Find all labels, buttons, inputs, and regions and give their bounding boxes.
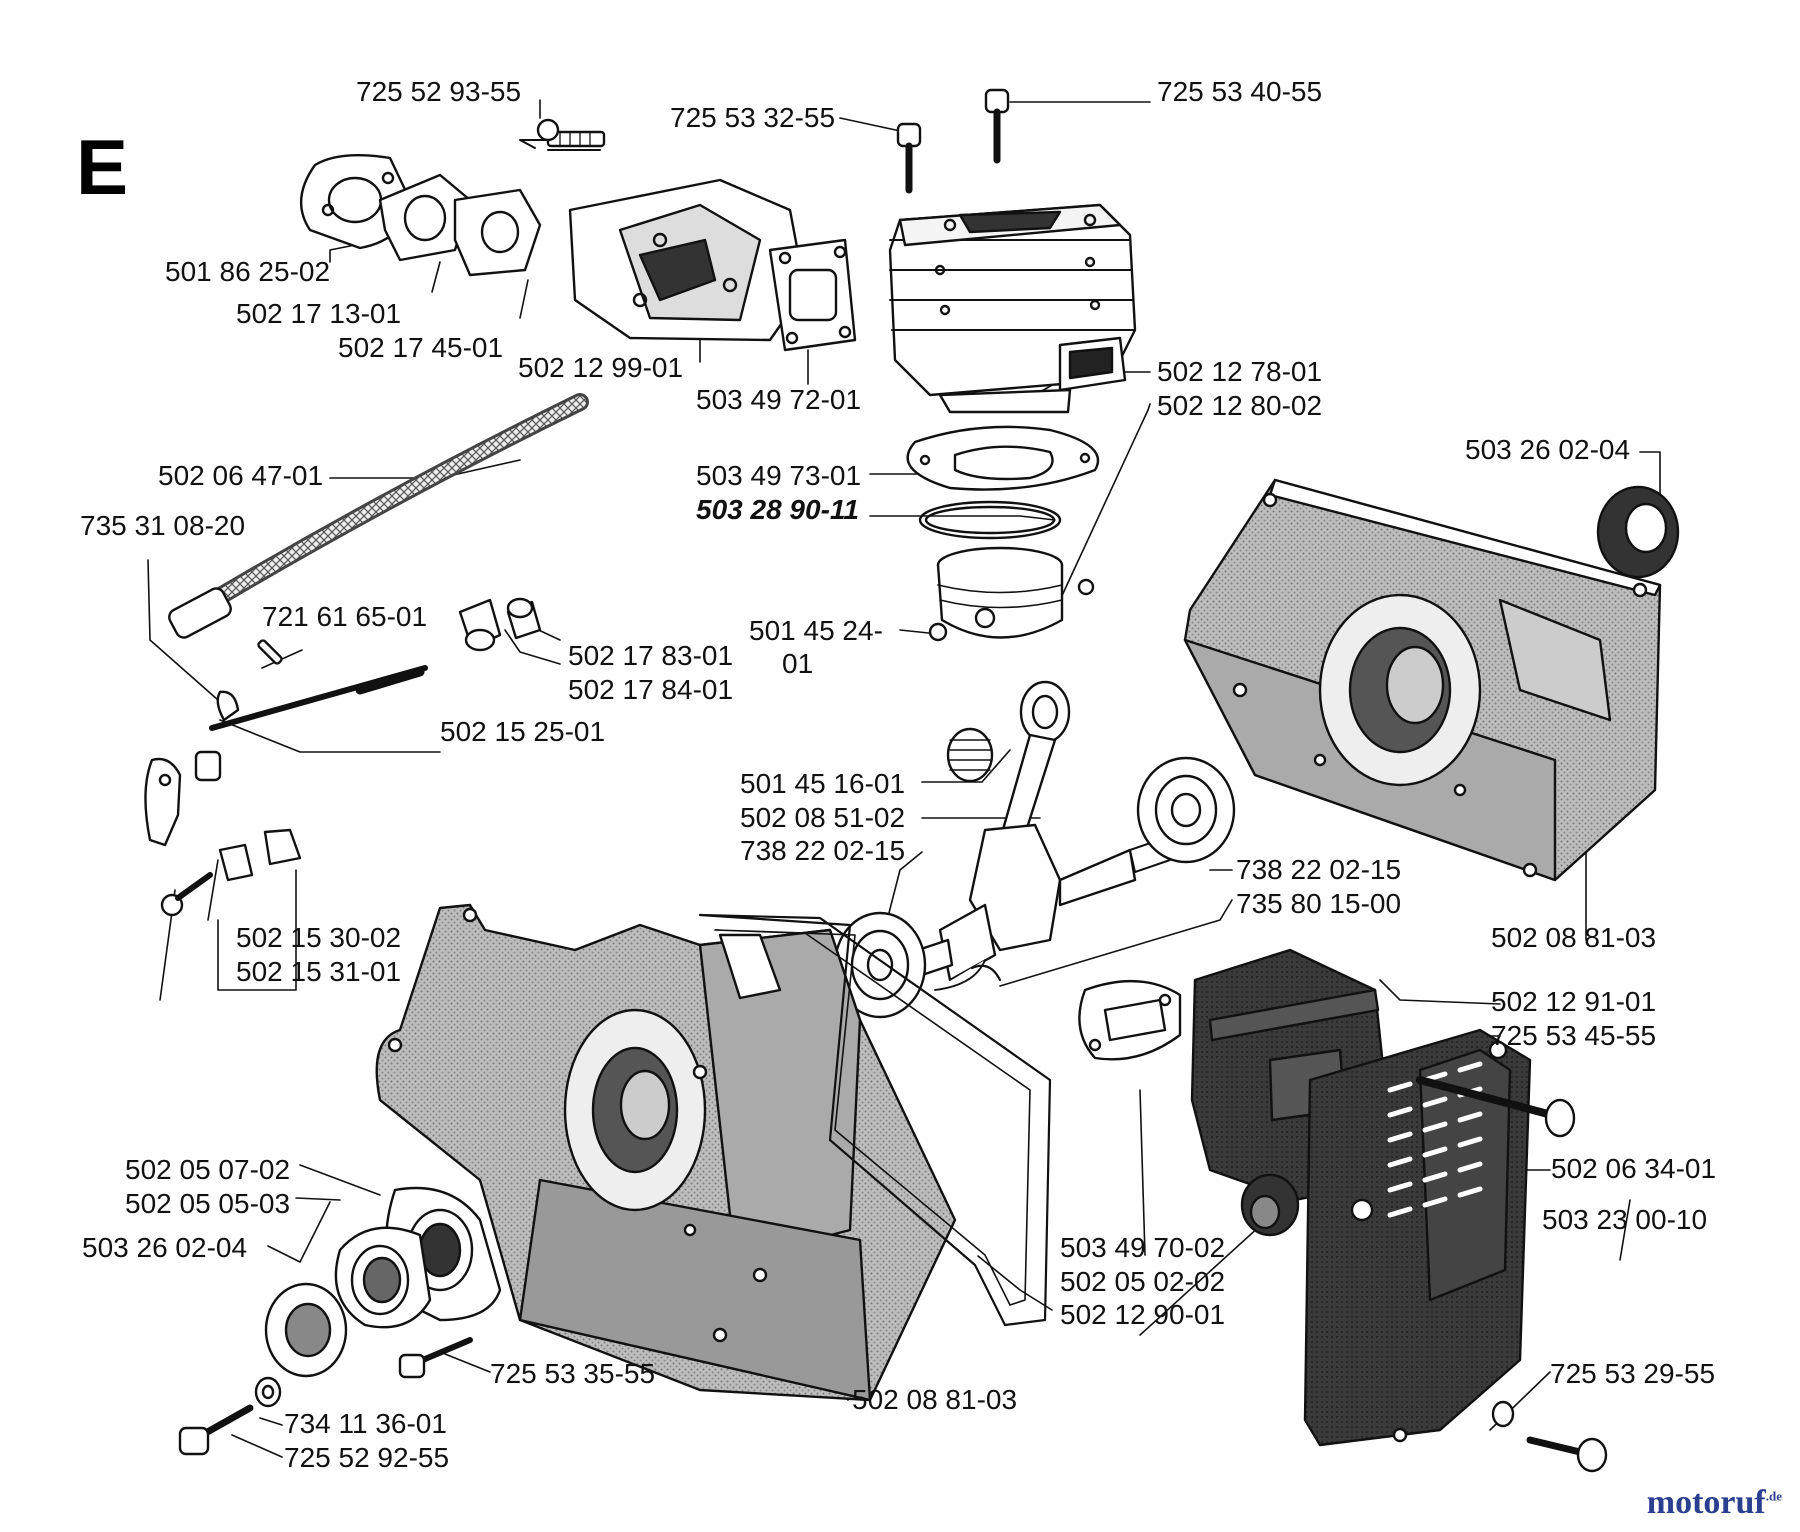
crankcase-left [375, 903, 1052, 1402]
part-label: 502 15 30-02 [236, 922, 402, 953]
part-label: 735 80 15-00 [1236, 888, 1402, 919]
part-label: 502 12 80-02 [1157, 390, 1323, 421]
part-label: 738 22 02-15 [740, 835, 906, 866]
muffler-bolt [1416, 1076, 1576, 1138]
part-label: 502 12 91-01 [1491, 986, 1657, 1017]
part-label: 502 12 90-01 [1060, 1299, 1226, 1330]
piston-ring [918, 500, 1062, 540]
part-label: 501 45 16-01 [740, 768, 906, 799]
cylinder [888, 203, 1137, 414]
part-label: 734 11 36-01 [284, 1408, 447, 1439]
part-label: 502 15 25-01 [440, 716, 606, 747]
part-label: 502 12 78-01 [1157, 356, 1323, 387]
part-label: 502 05 02-02 [1060, 1266, 1226, 1297]
part-label: 501 45 24- [749, 615, 883, 646]
part-label: 725 53 29-55 [1550, 1358, 1716, 1389]
muffler-gasket [1078, 979, 1182, 1061]
seal-left-2 [264, 1282, 348, 1378]
part-label: 503 49 73-01 [696, 460, 862, 491]
ball-bearing-left [833, 911, 927, 1019]
part-label: 502 12 99-01 [518, 352, 684, 383]
part-label: 735 31 08-20 [80, 510, 246, 541]
part-label: 721 61 65-01 [262, 601, 428, 632]
muffler-screw-bottom [1491, 1400, 1608, 1473]
part-label: 503 26 02-04 [82, 1232, 248, 1263]
part-label: 501 86 25-02 [165, 256, 331, 287]
seal-left-1 [334, 1226, 432, 1329]
part-label: 502 17 45-01 [338, 332, 504, 363]
part-label: 502 15 31-01 [236, 956, 402, 987]
piston-pin-clip [928, 622, 948, 642]
part-label: 502 05 07-02 [125, 1154, 291, 1185]
throttle-parts [144, 597, 542, 882]
needle-bearing [946, 727, 994, 783]
fuel-hose [168, 393, 589, 639]
small-screw-left [160, 872, 213, 917]
crankshaft [916, 680, 1171, 991]
part-label: 01 [782, 648, 814, 679]
intake-gaskets [299, 118, 857, 352]
part-label: 725 53 40-55 [1157, 76, 1323, 107]
part-label: 725 52 93-55 [356, 76, 522, 107]
part-label: 725 52 92-55 [284, 1442, 450, 1473]
part-label: 503 28 90-11 [696, 494, 859, 525]
part-label: 503 26 02-04 [1465, 434, 1631, 465]
part-label: 738 22 02-15 [1236, 854, 1402, 885]
watermark-logo: motoruf.de [1647, 1486, 1782, 1520]
part-label: 725 53 32-55 [670, 102, 836, 133]
part-label: 502 17 84-01 [568, 674, 734, 705]
ball-bearing-right [1136, 756, 1236, 864]
crankcase-right [1183, 478, 1662, 882]
part-label: 503 49 72-01 [696, 384, 862, 415]
part-label: 502 06 47-01 [158, 460, 324, 491]
part-label: 503 23 00-10 [1542, 1204, 1708, 1235]
muffler-cover [1303, 1028, 1532, 1447]
bottom-left-screws [178, 1337, 473, 1456]
part-label: 502 08 81-03 [852, 1384, 1018, 1415]
seal-right [1596, 485, 1680, 579]
cylinder-gasket [906, 425, 1100, 491]
part-label: 502 08 51-02 [740, 802, 906, 833]
watermark-brand: motoruf [1646, 1484, 1766, 1521]
part-label: 502 05 05-03 [125, 1188, 291, 1219]
part-label: 502 08 81-03 [1491, 922, 1657, 953]
part-label: 725 53 45-55 [1491, 1020, 1657, 1051]
part-label: 503 49 70-02 [1060, 1232, 1226, 1263]
part-label: 502 06 34-01 [1551, 1153, 1717, 1184]
part-label: 502 17 13-01 [236, 298, 402, 329]
section-letter: E [76, 123, 129, 211]
top-screws [896, 88, 1010, 194]
key [970, 964, 1002, 982]
part-label: 725 53 35-55 [490, 1358, 656, 1389]
part-label: 502 17 83-01 [568, 640, 734, 671]
piston [936, 546, 1095, 639]
watermark-tld: .de [1765, 1488, 1782, 1504]
